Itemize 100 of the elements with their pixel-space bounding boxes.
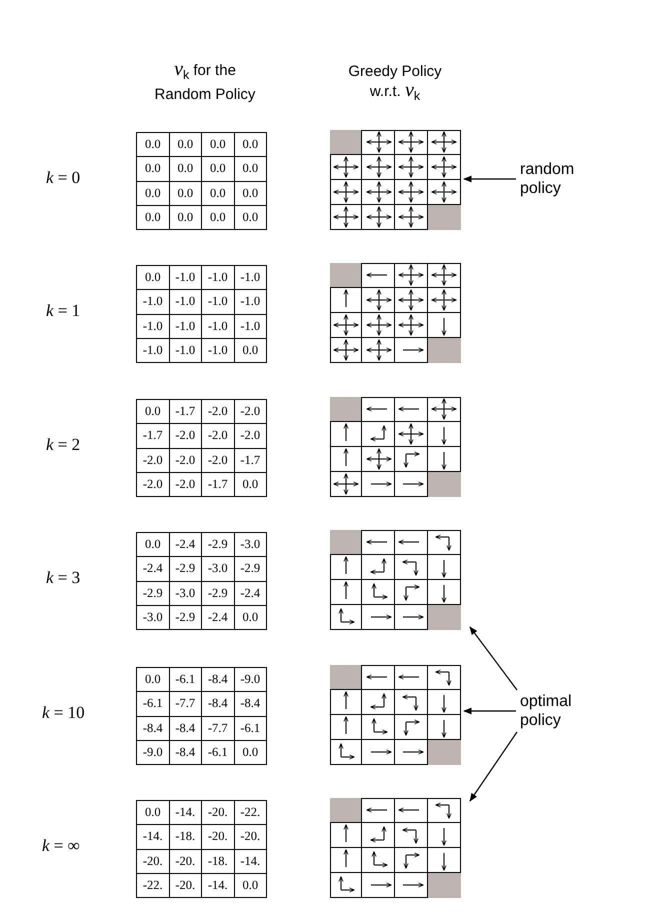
state-value: 0.0 (137, 206, 170, 230)
state-value: -8.4 (202, 668, 234, 692)
policy-grid (330, 665, 461, 765)
state-value: 0.0 (234, 740, 267, 765)
state-value: -2.4 (170, 533, 202, 558)
state-value: 0.0 (202, 182, 234, 206)
state-value: -2.9 (170, 557, 202, 582)
state-value: -3.0 (234, 533, 267, 558)
state-value: 0.0 (202, 133, 234, 158)
iteration-label: k = 3 (46, 568, 80, 588)
state-value: -3.0 (170, 582, 202, 606)
policy-grid (330, 130, 461, 230)
column-heading: Greedy Policy w.r.t. v$_{k}$ (347, 62, 443, 105)
state-value: -8.4 (170, 716, 202, 741)
column-heading: v$_{k}$ for the Random Policy (154, 60, 256, 104)
iteration-label: k = ∞ (42, 836, 80, 856)
state-value: -6.1 (137, 692, 170, 716)
state-value: -20. (137, 850, 170, 874)
annotation-text: optimal policy (520, 692, 590, 730)
state-value: -2.0 (170, 424, 202, 448)
state-value: -8.4 (234, 692, 267, 716)
state-value: 0.0 (137, 157, 170, 182)
state-value: 0.0 (170, 182, 202, 206)
state-value: -22. (137, 874, 170, 898)
state-value: -7.7 (202, 716, 234, 741)
arrow (470, 732, 518, 802)
state-value: -1.0 (202, 338, 234, 363)
state-value: -1.0 (234, 314, 267, 339)
arrow (463, 708, 516, 714)
state-value: 0.0 (234, 338, 267, 363)
state-value: -8.4 (137, 716, 170, 741)
state-value: -18. (170, 825, 202, 850)
state-value: 0.0 (234, 874, 267, 898)
state-value: -2.4 (137, 557, 170, 582)
iteration-label: k = 0 (46, 168, 80, 188)
state-value: -14. (170, 801, 202, 826)
state-value: 0.0 (234, 472, 267, 497)
state-value: 0.0 (170, 133, 202, 158)
state-value: -1.0 (234, 290, 267, 314)
state-value: -6.1 (234, 716, 267, 741)
value-table (136, 532, 267, 630)
state-value: -2.0 (234, 400, 267, 424)
iteration-label: k = 2 (46, 435, 80, 455)
annotation-text: random policy (520, 160, 590, 198)
state-value: -14. (202, 874, 234, 898)
state-value: 0.0 (234, 133, 267, 158)
state-value: 0.0 (170, 206, 202, 230)
state-value: -2.0 (202, 424, 234, 448)
state-value: -2.0 (234, 424, 267, 448)
state-value: -6.1 (202, 740, 234, 765)
state-value: -1.0 (170, 314, 202, 339)
state-value: -20. (202, 825, 234, 850)
policy-grid (330, 263, 461, 363)
state-value: -20. (234, 825, 267, 850)
state-value: -3.0 (137, 606, 170, 630)
state-value: -2.9 (234, 557, 267, 582)
state-value: 0.0 (137, 266, 170, 290)
policy-grid (330, 397, 461, 497)
iteration-label: k = 10 (42, 703, 85, 723)
state-value: -1.0 (170, 338, 202, 363)
state-value: -14. (234, 850, 267, 874)
state-value: 0.0 (234, 606, 267, 630)
state-value: -1.7 (202, 472, 234, 497)
value-table (136, 265, 267, 363)
state-value: -1.0 (234, 266, 267, 290)
state-value: -2.0 (170, 472, 202, 497)
value-table (136, 132, 267, 230)
state-value: -18. (202, 850, 234, 874)
state-value: -1.0 (137, 290, 170, 314)
state-value: -2.4 (202, 606, 234, 630)
state-value: -20. (170, 874, 202, 898)
state-value: -1.0 (137, 338, 170, 363)
state-value: 0.0 (137, 668, 170, 692)
policy-grid (330, 530, 461, 630)
state-value: -1.0 (137, 314, 170, 339)
state-value: -20. (202, 801, 234, 826)
state-value: 0.0 (137, 133, 170, 158)
state-value: -2.9 (202, 582, 234, 606)
state-value: -2.0 (137, 448, 170, 473)
state-value: -1.0 (202, 266, 234, 290)
state-value: -1.0 (170, 266, 202, 290)
state-value: -3.0 (202, 557, 234, 582)
state-value: -9.0 (234, 668, 267, 692)
state-value: 0.0 (234, 157, 267, 182)
state-value: 0.0 (137, 801, 170, 826)
state-value: -1.7 (137, 424, 170, 448)
state-value: -2.9 (202, 533, 234, 558)
state-value: -14. (137, 825, 170, 850)
policy-grid (330, 798, 461, 898)
value-table (136, 667, 267, 765)
state-value: -1.0 (202, 314, 234, 339)
value-table (136, 399, 267, 497)
state-value: -6.1 (170, 668, 202, 692)
state-value: -8.4 (202, 692, 234, 716)
state-value: 0.0 (137, 533, 170, 558)
state-value: 0.0 (137, 400, 170, 424)
value-table (136, 800, 267, 898)
arrow (463, 176, 516, 182)
state-value: -9.0 (137, 740, 170, 765)
state-value: -1.0 (202, 290, 234, 314)
